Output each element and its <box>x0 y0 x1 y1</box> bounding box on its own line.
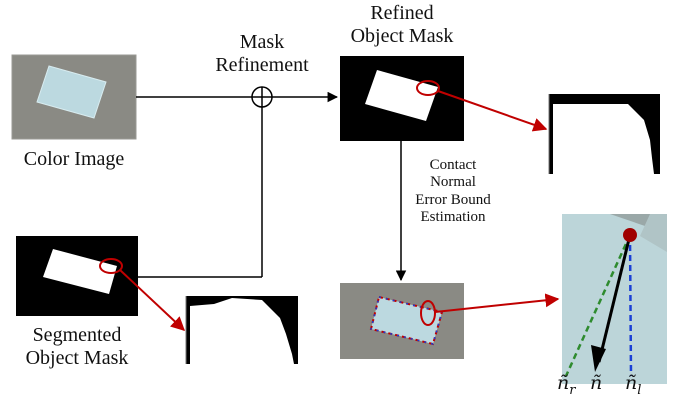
mask-refinement-label-line1: Mask <box>239 31 285 53</box>
normal-l-symbol: ñl <box>625 372 641 398</box>
segmented-mask-label-line2: Object Mask <box>25 347 129 369</box>
normal-arrowhead <box>591 345 606 372</box>
refined-mask-label-line1: Refined <box>370 2 434 24</box>
sum-operator-icon <box>251 86 273 108</box>
normal-base: ñ <box>590 372 603 394</box>
refined-mask-highlight <box>416 80 440 96</box>
estimation-label-line2: Normal <box>430 174 476 191</box>
estimation-label: Contact Normal Error Bound Estimation <box>398 157 508 226</box>
refined-mask-image <box>340 56 464 141</box>
normal-arrow <box>597 234 632 363</box>
error-bound-highlight <box>420 300 436 326</box>
estimation-label-line1: Contact <box>429 157 477 173</box>
refined-mask-zoom <box>548 94 660 174</box>
segmented-mask-highlight <box>99 258 123 274</box>
normal-symbol: ñ <box>590 372 602 394</box>
normal-l-line <box>628 234 633 377</box>
color-image-label: Color Image <box>23 148 125 170</box>
normal-l-base: ñ <box>625 372 638 394</box>
segmented-mask-label-line1: Segmented <box>32 324 122 346</box>
segmented-mask-image <box>16 236 138 316</box>
refined-zoom-arrow <box>437 90 548 132</box>
refined-mask-label-line2: Object Mask <box>350 25 454 47</box>
error-bound-image <box>340 283 464 359</box>
color-image <box>11 54 137 140</box>
mask-refinement-label-line2: Refinement <box>215 54 309 76</box>
normal-zoom-image <box>562 214 667 384</box>
contact-point <box>623 228 637 242</box>
normal-r-base: ñ <box>557 372 570 394</box>
estimation-label-line3: Error Bound <box>415 191 491 208</box>
normal-l-subscript: l <box>637 382 642 398</box>
normal-r-line <box>564 234 632 377</box>
refined-mask-label: Refined Object Mask <box>328 2 476 48</box>
segmented-zoom-arrow <box>119 269 186 331</box>
estimation-label-line4: Estimation <box>420 208 486 225</box>
normal-r-subscript: r <box>569 382 576 398</box>
segmented-mask-label: Segmented Object Mask <box>2 324 152 370</box>
normal-r-symbol: ñr <box>557 372 575 398</box>
segmented-mask-zoom <box>185 296 298 364</box>
mask-refinement-label: Mask Refinement <box>202 31 322 77</box>
error-bound-zoom-arrow <box>434 293 560 313</box>
